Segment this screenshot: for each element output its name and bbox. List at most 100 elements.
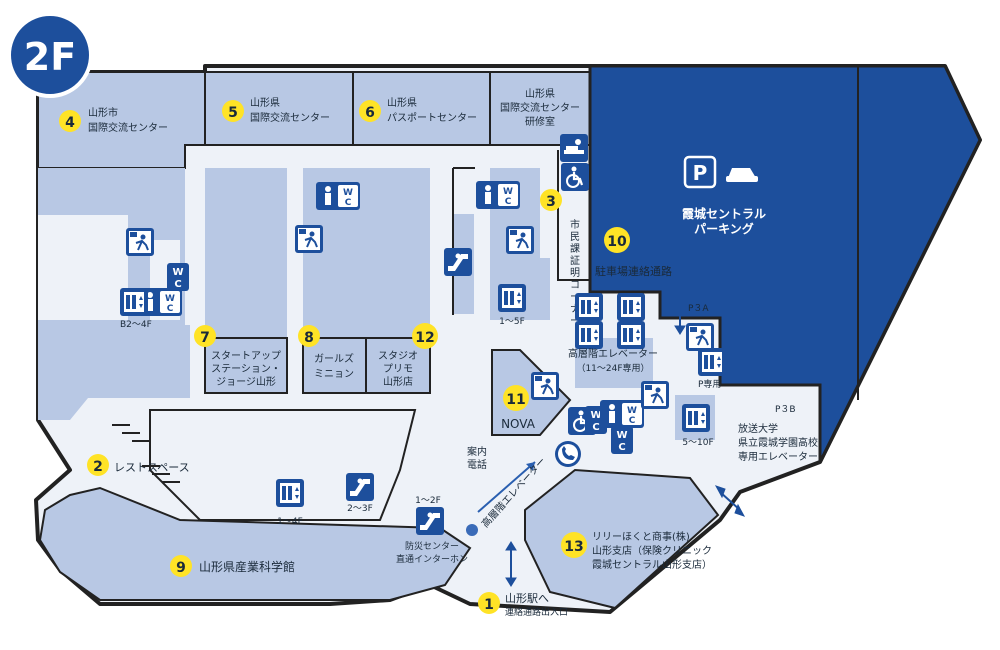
marker-10: 10 (604, 227, 630, 253)
room-7-label-2: ステーション・ (211, 364, 281, 375)
wc-icon (167, 263, 189, 291)
arrow-icon (674, 298, 686, 335)
parking-icon: P (683, 155, 717, 189)
svg-text:7: 7 (200, 330, 210, 346)
svg-text:9: 9 (176, 560, 186, 576)
room-8[interactable] (302, 337, 367, 394)
rest-space (149, 409, 417, 521)
svg-text:11: 11 (506, 392, 525, 408)
elevator-icon (276, 479, 304, 507)
room-9[interactable] (38, 486, 472, 601)
elevator-icon (617, 293, 645, 321)
marker-5: 5 (222, 100, 244, 122)
wc-icon (600, 400, 644, 428)
stairs-icon (112, 424, 180, 483)
room-12-label-2: プリモ (383, 363, 413, 375)
room-4-label-2: 国際交流センター (88, 121, 168, 134)
marker-13: 13 (561, 532, 587, 558)
phone-icon (555, 441, 581, 467)
svg-text:13: 13 (564, 539, 583, 555)
room-11-label: NOVA (501, 417, 536, 431)
room-9-label: 山形県産業科学館 (199, 559, 295, 574)
evacuation-icon (640, 380, 670, 410)
esc-2-3f-label: 2～3F (347, 504, 373, 514)
room-4-label-1: 山形市 (88, 106, 118, 119)
marker-12: 12 (412, 323, 438, 349)
marker-11: 11 (503, 385, 529, 411)
intercom-point (466, 524, 478, 536)
room-12-label-1: スタジオ (378, 350, 418, 362)
svg-text:ー: ー (570, 316, 580, 327)
info-phone-label-2: 電話 (467, 458, 487, 471)
room-6-label-1: 山形県 (387, 97, 417, 109)
marker-6: 6 (359, 100, 381, 122)
highrise-sub-label: （11～24F専用） (576, 362, 649, 374)
bousai-label-1: 防災センター (405, 540, 459, 552)
svg-text:民: 民 (570, 231, 580, 243)
elevator-icon (575, 321, 603, 349)
diaper-icon (560, 134, 588, 162)
room-13-label-2: 山形支店（保険クリニック (592, 544, 712, 557)
wc-icon (476, 181, 520, 209)
elevator-icon (575, 293, 603, 321)
room-1-label-1: 山形駅へ (505, 592, 549, 605)
elevator-icon (498, 284, 526, 312)
escalator-icon (416, 507, 444, 535)
room-6-label-2: パスポートセンター (387, 112, 477, 124)
escalator-icon (346, 473, 374, 501)
elevator-icon (698, 348, 726, 376)
parking-label-1: 霞城セントラル (682, 206, 766, 221)
p-only-label: P専用 (698, 378, 721, 390)
elevator-icon (120, 288, 148, 316)
highrise-elev-label: 高層階エレベーター (568, 347, 658, 360)
room-12-label-3: 山形店 (383, 375, 413, 388)
svg-text:1: 1 (484, 597, 494, 613)
room-5-label-2: 国際交流センター (250, 111, 330, 124)
room-kensyu-label-1: 山形県 (525, 88, 555, 100)
marker-3: 3 (540, 189, 562, 211)
svg-text:2: 2 (93, 459, 103, 475)
elev-1-5f-label: 1～5F (499, 317, 525, 327)
bousai-label-2: 直通インターホン (396, 553, 468, 565)
room-1-label-2: 連絡通路出入口 (505, 606, 568, 618)
marker-1: 1 (478, 592, 500, 614)
svg-text:P: P (693, 161, 708, 185)
wc-icon (611, 426, 633, 454)
elev-1-4f-label: 1～4F (277, 517, 303, 527)
room-kensyu-label-2: 国際交流センター (500, 101, 580, 114)
parking-label-2: パーキング (694, 221, 754, 236)
floor-label: 2F (24, 35, 76, 79)
svg-text:4: 4 (65, 115, 75, 131)
svg-text:課: 課 (570, 242, 580, 255)
elevator-icon (682, 404, 710, 432)
room-7-label-3: ジョージ山形 (216, 376, 276, 388)
room-8-label-1: ガールズ (314, 352, 354, 365)
marker-9: 9 (170, 555, 192, 577)
room-13-label-1: リリーほくと商事(株) (592, 530, 690, 543)
university-label-1: 放送大学 (738, 422, 778, 435)
room-7[interactable] (204, 337, 288, 394)
marker-7: 7 (194, 325, 216, 347)
esc-1-2f-label: 1～2F (415, 496, 441, 506)
evacuation-icon (505, 225, 535, 255)
room-5-label-1: 山形県 (250, 97, 280, 109)
evacuation-icon (125, 227, 155, 257)
svg-text:証: 証 (570, 254, 580, 267)
elev-5-10f-label: 5～10F (682, 438, 713, 448)
room-13[interactable] (524, 468, 720, 610)
wc-icon (316, 182, 360, 210)
university-label-3: 専用エレベーター (738, 451, 818, 463)
svg-text:市: 市 (570, 218, 580, 231)
evacuation-icon (530, 371, 560, 401)
svg-text:3: 3 (546, 194, 556, 210)
svg-text:8: 8 (304, 330, 314, 346)
stairs-icon (444, 248, 472, 276)
svg-text:10: 10 (607, 234, 627, 250)
car-icon (726, 168, 758, 182)
svg-text:12: 12 (415, 330, 434, 346)
university-label-2: 県立霞城学園高校 (738, 436, 818, 449)
svg-text:明: 明 (570, 267, 580, 279)
elevator-icon (617, 321, 645, 349)
arrow-icon (505, 541, 517, 587)
